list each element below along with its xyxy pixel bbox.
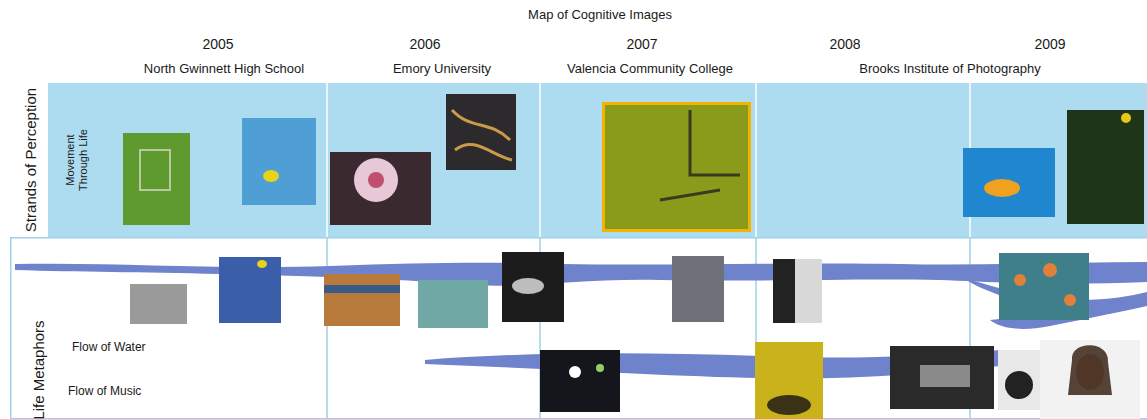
- school-label: North Gwinnett High School: [144, 61, 304, 76]
- photo-detail: [257, 260, 267, 268]
- photo-detail: [1068, 345, 1112, 395]
- photo-detail: [920, 365, 970, 387]
- photo: [963, 148, 1055, 217]
- photo-detail: [1014, 274, 1026, 286]
- year-label: 2006: [409, 36, 440, 52]
- photo-detail: [354, 158, 398, 202]
- photo-detail: [324, 285, 400, 293]
- metaphor-panel: Life Metaphors Flow of WaterFlow of Music: [10, 237, 1147, 419]
- photo: [418, 280, 488, 328]
- perception-band: [48, 83, 1147, 237]
- divider-line: [539, 83, 541, 237]
- school-label: Brooks Institute of Photography: [859, 61, 1040, 76]
- photo: [324, 274, 400, 326]
- year-label: 2007: [626, 36, 657, 52]
- divider-line: [755, 83, 757, 237]
- photo-detail: [767, 395, 811, 415]
- photo-detail: [660, 110, 740, 200]
- photo-detail: [368, 172, 384, 188]
- photo-detail: [773, 259, 795, 323]
- photo: [130, 284, 187, 324]
- band-heading: Strands of Perception: [22, 88, 39, 232]
- diagram-title: Map of Cognitive Images: [528, 7, 672, 22]
- photo: [123, 133, 190, 225]
- year-label: 2008: [829, 36, 860, 52]
- photo: [672, 256, 724, 322]
- photo-detail: [1043, 263, 1057, 277]
- photographs: [123, 94, 1144, 419]
- photo-detail: [1121, 113, 1131, 123]
- photo-detail: [596, 364, 604, 372]
- year-label: 2005: [202, 36, 233, 52]
- photo: [1067, 110, 1144, 224]
- photo: [999, 253, 1089, 320]
- photo: [446, 94, 516, 170]
- metaphor-label: Flow of Music: [68, 384, 141, 398]
- photo: [890, 346, 994, 409]
- photo-detail: [1005, 371, 1033, 399]
- photo: [1040, 340, 1140, 419]
- band-subheading: Movement Through Life: [64, 124, 90, 196]
- school-label: Valencia Community College: [567, 61, 733, 76]
- divider-line: [326, 237, 328, 419]
- photo-detail: [1064, 294, 1076, 306]
- photo-detail: [512, 278, 544, 294]
- photo: [502, 252, 564, 322]
- photo-detail: [452, 110, 512, 160]
- photo: [998, 350, 1040, 410]
- school-label: Emory University: [393, 61, 491, 76]
- photo: [219, 257, 281, 323]
- photo-highlighted: [604, 104, 750, 231]
- photo: [755, 342, 823, 419]
- metaphor-label: Flow of Water: [72, 340, 146, 354]
- photo: [773, 259, 822, 323]
- photo: [540, 350, 620, 412]
- perception-band: Strands of PerceptionMovement Through Li…: [48, 83, 1147, 237]
- photo: [330, 152, 431, 225]
- year-label: 2009: [1034, 36, 1065, 52]
- metaphor-panel-outline: [11, 238, 1147, 419]
- panel-heading: Life Metaphors: [30, 320, 47, 419]
- photo-detail: [140, 150, 170, 190]
- divider-line: [326, 83, 328, 237]
- photo-detail: [984, 179, 1020, 197]
- photo: [242, 118, 316, 205]
- photo-detail: [569, 366, 581, 378]
- photo-detail: [263, 170, 279, 182]
